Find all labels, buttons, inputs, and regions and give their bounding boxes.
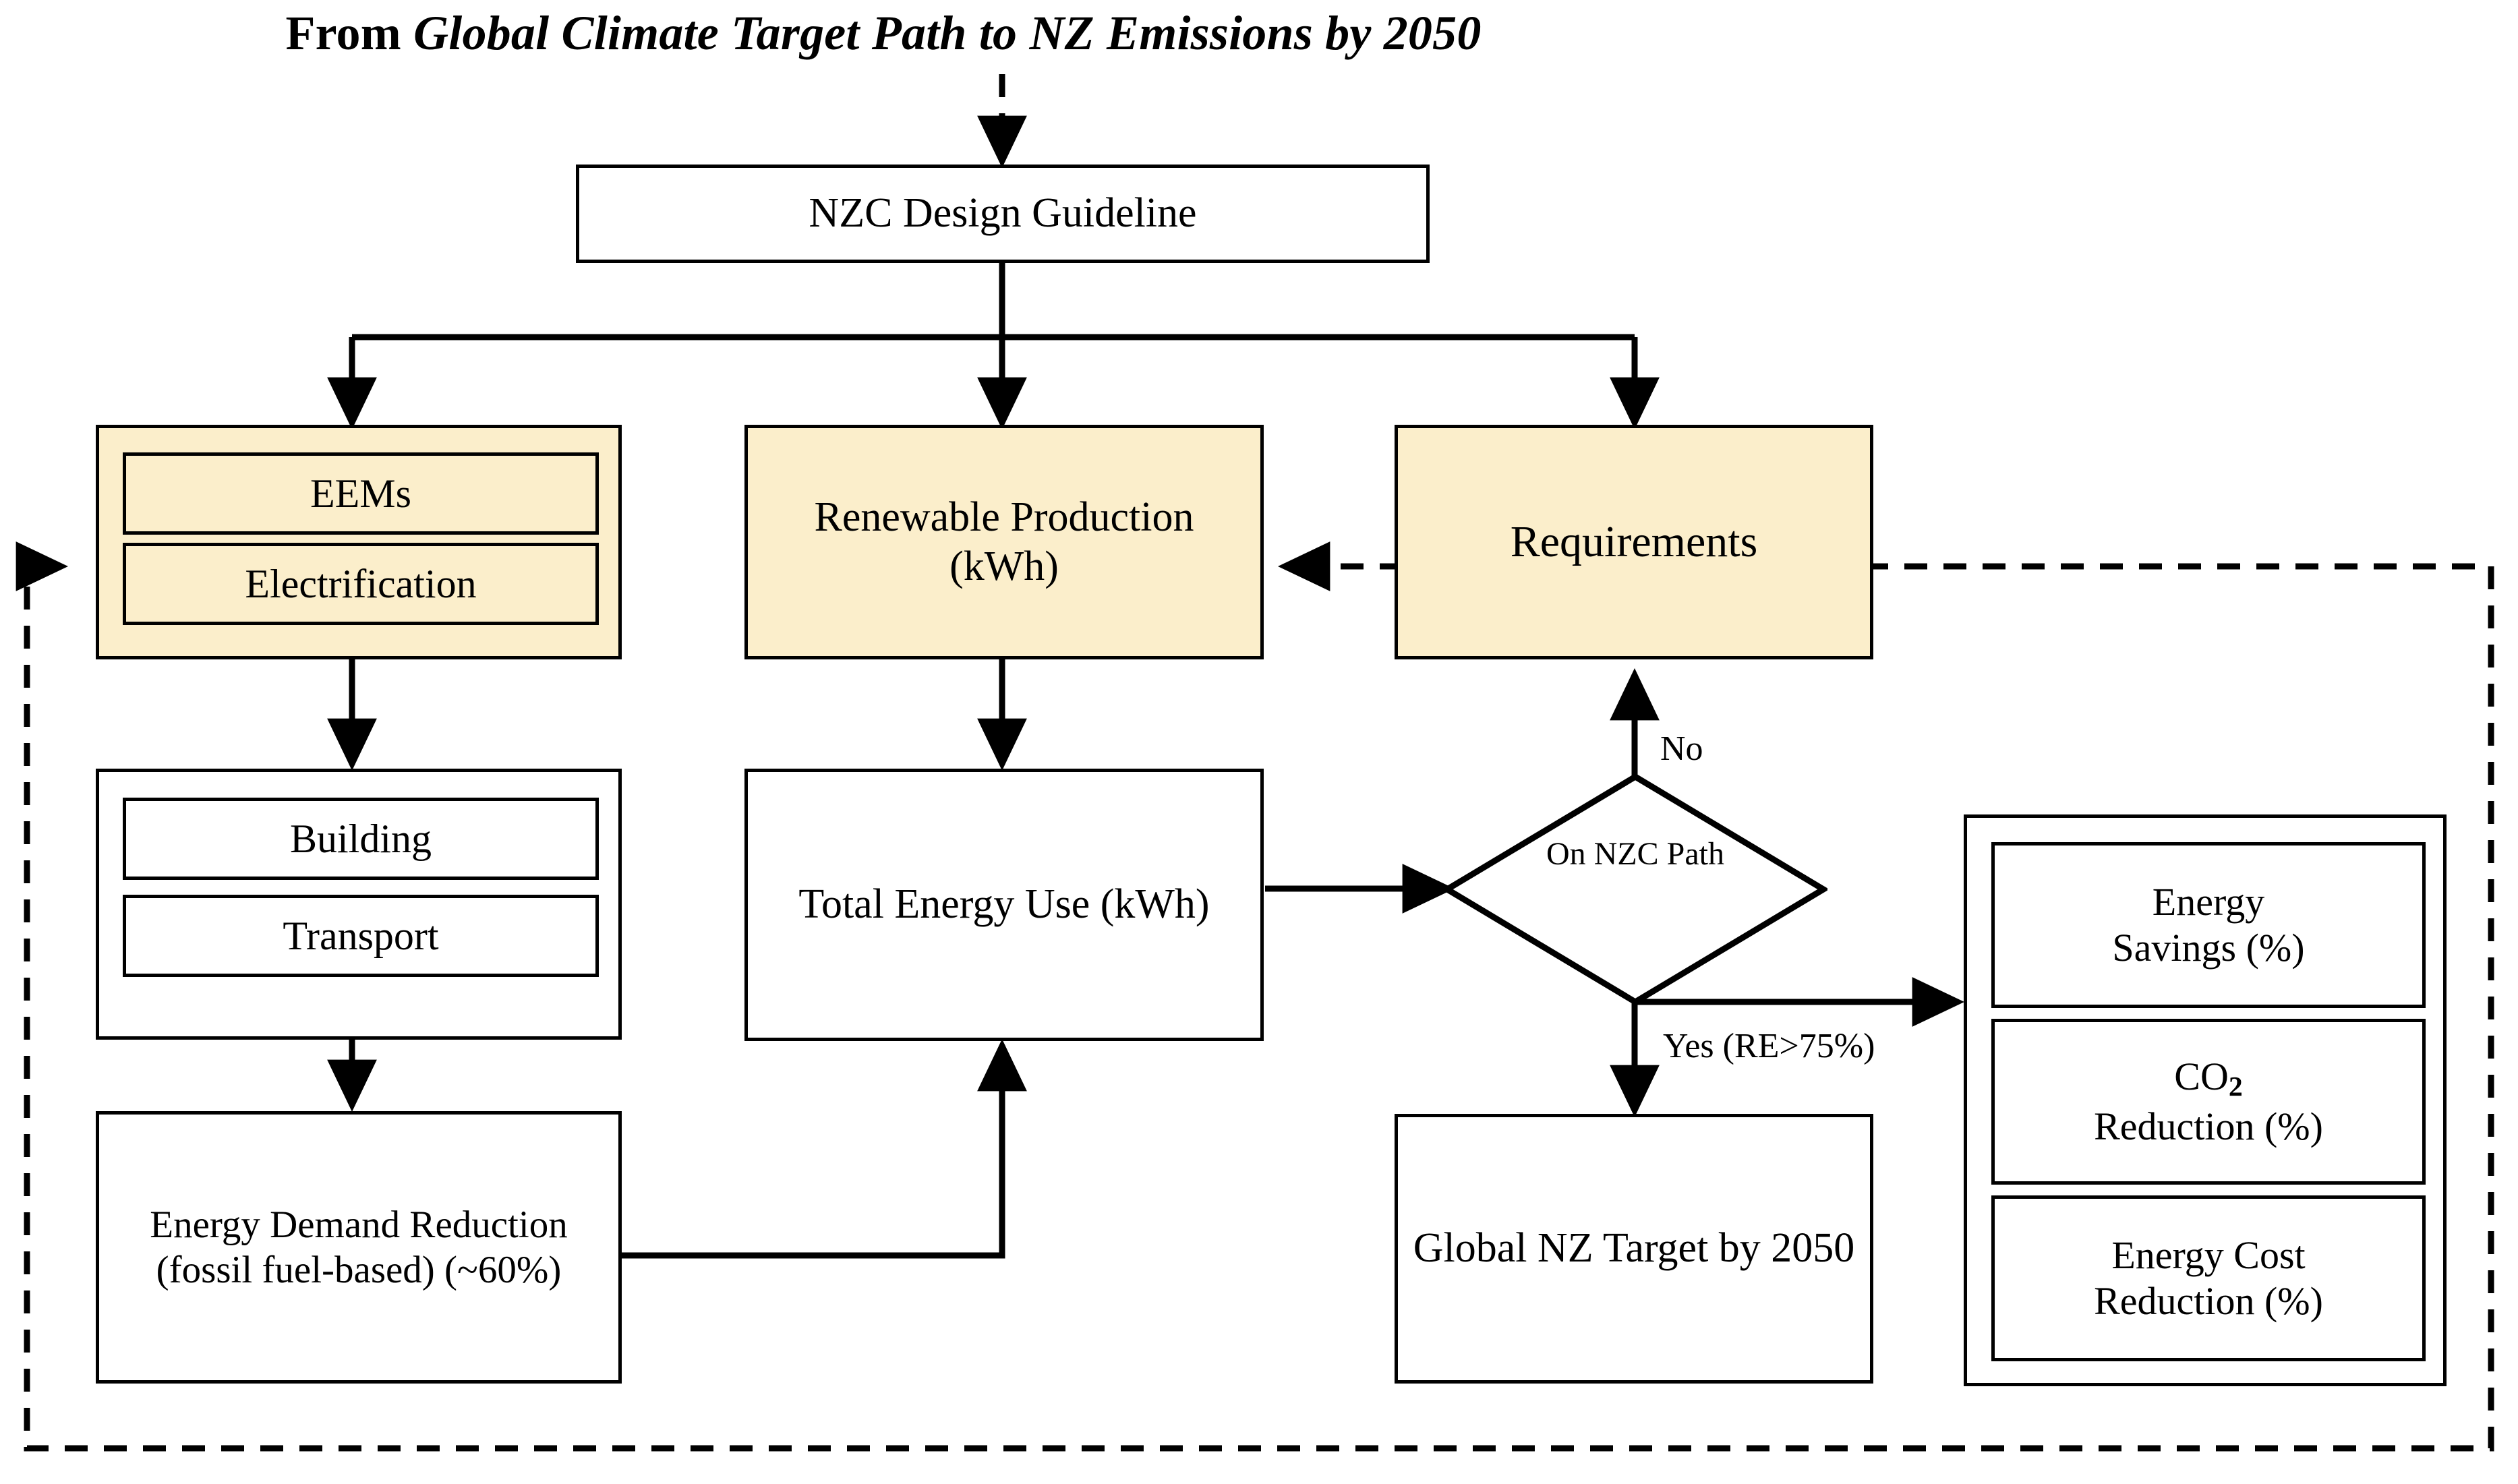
node-group-sectors[interactable]: Building Transport [96, 769, 622, 1040]
node-eems[interactable]: EEMs [123, 452, 599, 535]
node-label: Total Energy Use (kWh) [798, 881, 1210, 928]
node-label: NZC Design Guideline [809, 190, 1197, 237]
node-label: Transport [283, 913, 439, 958]
decision-label: On NZC Path [1443, 836, 1827, 872]
node-group-results[interactable]: Energy Savings (%) CO2 Reduction (%) Ene… [1964, 814, 2447, 1386]
title-lead: From [285, 6, 414, 60]
node-co2-reduction[interactable]: CO2 Reduction (%) [1991, 1019, 2426, 1185]
node-total-energy-use[interactable]: Total Energy Use (kWh) [744, 769, 1264, 1041]
edge-feedback-loop [16, 541, 2494, 1452]
edge-label-text: No [1660, 730, 1703, 768]
node-label: Electrification [245, 561, 477, 606]
node-electrification[interactable]: Electrification [123, 543, 599, 625]
node-label: Energy Demand Reduction (fossil fuel-bas… [150, 1203, 568, 1291]
node-label: CO2 Reduction (%) [2094, 1054, 2323, 1148]
node-global-nz-target[interactable]: Global NZ Target by 2050 [1395, 1114, 1873, 1384]
edge-demand-to-total-energy [619, 1038, 1027, 1259]
node-transport[interactable]: Transport [123, 895, 599, 977]
page-title: From Global Climate Target Path to NZ Em… [0, 5, 1767, 61]
node-label: EEMs [310, 471, 411, 516]
node-building[interactable]: Building [123, 798, 599, 880]
node-nzc-design-guideline[interactable]: NZC Design Guideline [576, 165, 1430, 263]
node-label: Energy Savings (%) [2112, 879, 2305, 970]
node-energy-demand-reduction[interactable]: Energy Demand Reduction (fossil fuel-bas… [96, 1111, 622, 1384]
node-energy-savings[interactable]: Energy Savings (%) [1991, 842, 2426, 1008]
node-label: Renewable Production (kWh) [814, 494, 1194, 589]
edge-label-yes: Yes (RE>75%) [1663, 1027, 1875, 1065]
node-label: Building [289, 816, 432, 861]
node-label: Requirements [1510, 517, 1758, 567]
decision-label-text: On NZC Path [1546, 836, 1724, 872]
node-label: Global NZ Target by 2050 [1413, 1225, 1855, 1272]
title-emphasis: Global Climate Target Path to NZ Emissio… [413, 6, 1482, 60]
edge-label-text: Yes (RE>75%) [1663, 1027, 1875, 1065]
node-decision-diamond[interactable] [1443, 773, 1827, 1006]
node-requirements[interactable]: Requirements [1395, 425, 1873, 659]
node-label: Energy Cost Reduction (%) [2094, 1233, 2323, 1323]
edge-label-no: No [1660, 730, 1703, 768]
node-energy-cost-reduction[interactable]: Energy Cost Reduction (%) [1991, 1195, 2426, 1361]
node-group-measures[interactable]: EEMs Electrification [96, 425, 622, 659]
node-renewable-production[interactable]: Renewable Production (kWh) [744, 425, 1264, 659]
